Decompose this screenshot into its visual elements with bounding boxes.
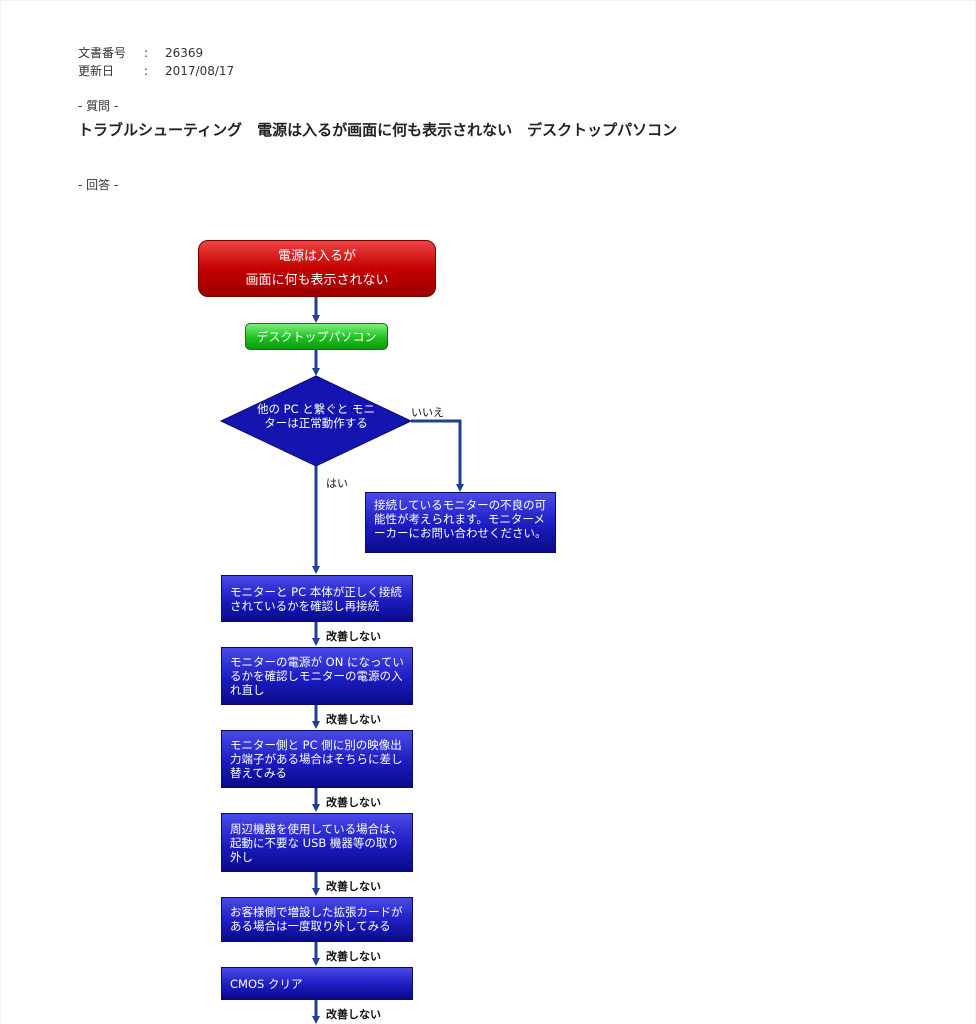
start-line-1: 電源は入るが <box>277 249 356 264</box>
step-box: モニターの電源が ON になっているかを確認しモニターの電源の入れ直し <box>221 647 413 705</box>
edge-label-yes: はい <box>326 477 348 490</box>
edge-label-not-improved: 改善しない <box>326 950 381 963</box>
arrow-decision-no <box>411 419 464 492</box>
flow-start-node: 電源は入るが 画面に何も表示されない <box>198 240 436 297</box>
answer-label: - 回答 - <box>78 178 119 192</box>
decision-text: 他の PC と繋ぐと モニターは正常動作する <box>257 402 375 430</box>
no-result-box: 接続しているモニターの不良の可能性が考えられます。モニターメーカーにお問い合わせ… <box>365 492 556 553</box>
question-label: - 質問 - <box>78 99 119 113</box>
updated-row: 更新日: 2017/08/17 <box>78 63 234 79</box>
edge-label-not-improved: 改善しない <box>326 713 381 726</box>
colon: : <box>144 64 149 78</box>
edge-label-not-improved: 改善しない <box>326 1008 381 1021</box>
colon: : <box>144 46 149 60</box>
step-box: CMOS クリア <box>221 967 413 1000</box>
edge-label-not-improved: 改善しない <box>326 796 381 809</box>
step-box: モニター側と PC 側に別の映像出力端子がある場合はそちらに差し替えてみる <box>221 730 413 788</box>
step-box: お客様側で増設した拡張カードがある場合は一度取り外してみる <box>221 897 413 942</box>
pc-type-node: デスクトップパソコン <box>245 323 388 350</box>
edge-label-not-improved: 改善しない <box>326 630 381 643</box>
edge-label-no: いいえ <box>411 406 444 419</box>
updated-value: 2017/08/17 <box>165 64 235 78</box>
step-box: 周辺機器を使用している場合は、起動に不要な USB 機器等の取り外し <box>221 813 413 872</box>
step-box: モニターと PC 本体が正しく接続されているかを確認し再接続 <box>221 575 413 622</box>
edge-label-not-improved: 改善しない <box>326 880 381 893</box>
doc-number-label: 文書番号 <box>78 46 127 60</box>
start-line-2: 画面に何も表示されない <box>245 273 389 288</box>
doc-number-row: 文書番号: 26369 <box>78 45 203 61</box>
doc-number-value: 26369 <box>165 46 204 60</box>
updated-label: 更新日 <box>78 64 115 78</box>
page-title: トラブルシューティング 電源は入るが画面に何も表示されない デスクトップパソコン <box>78 121 678 139</box>
